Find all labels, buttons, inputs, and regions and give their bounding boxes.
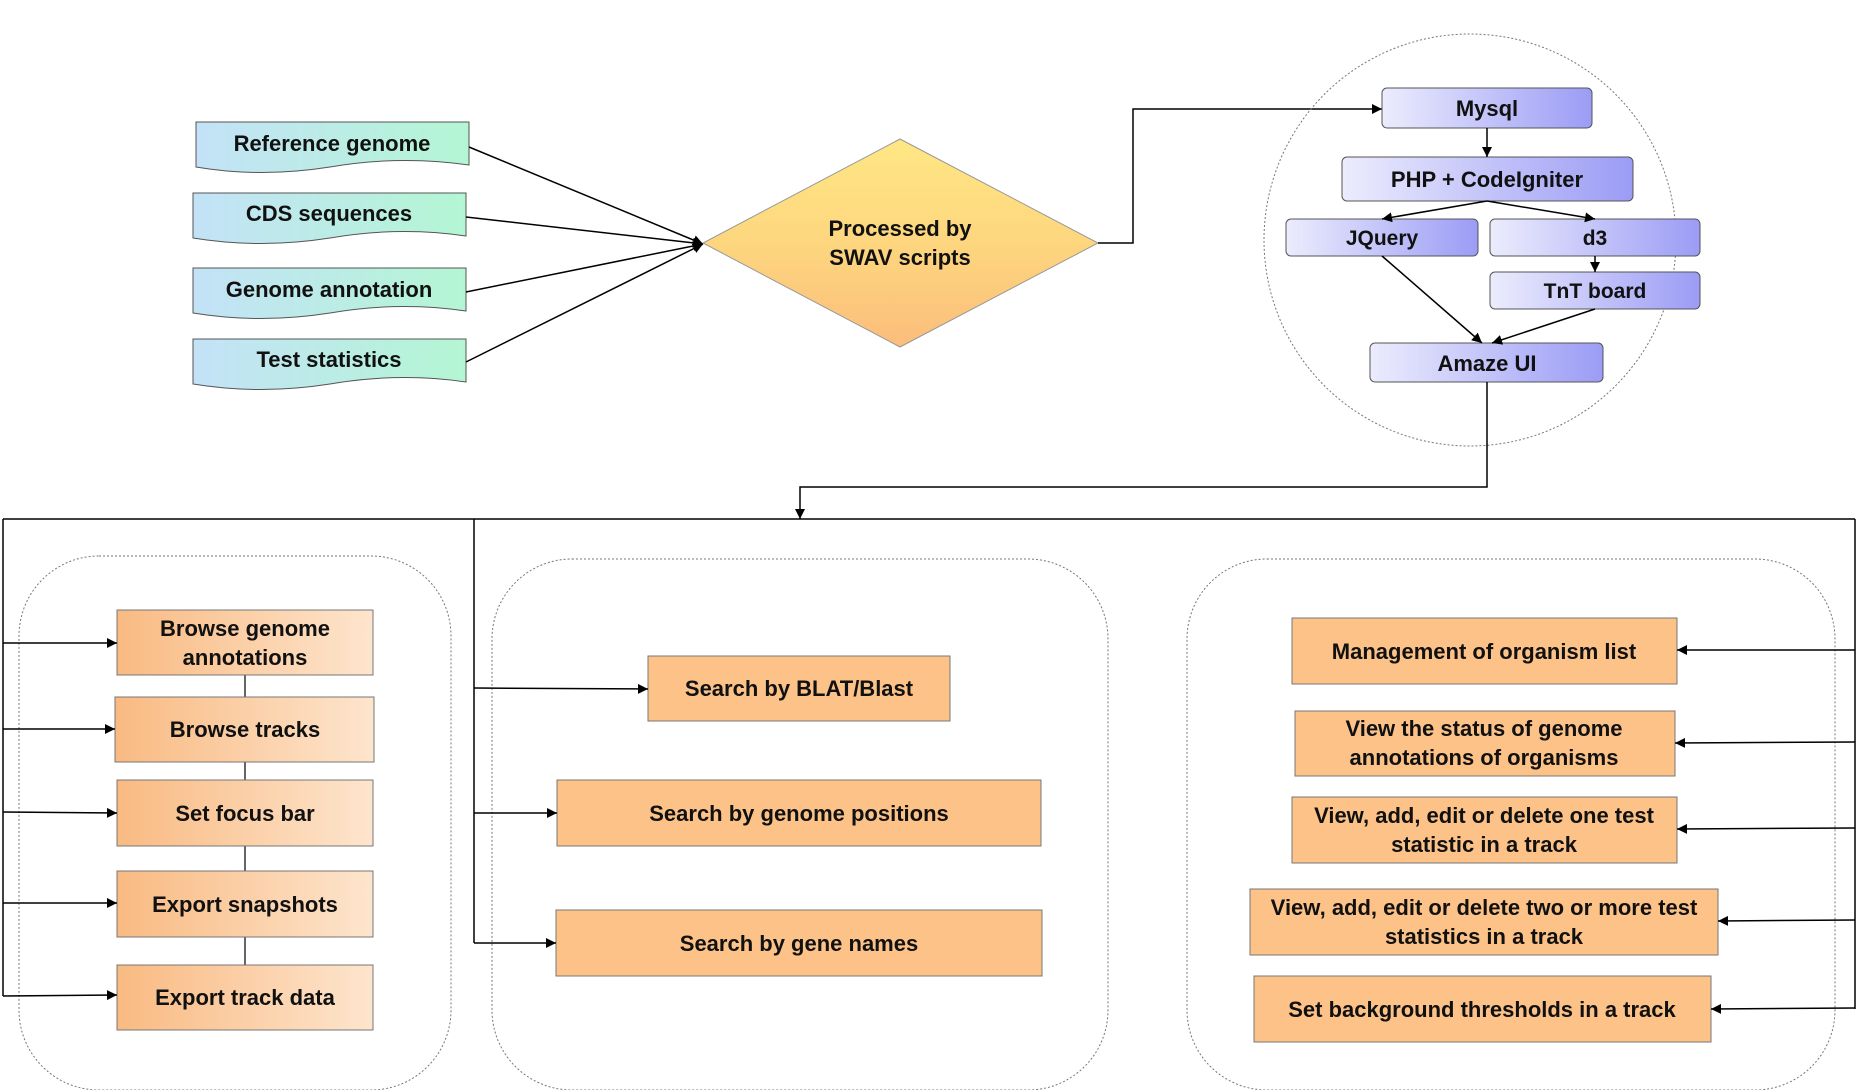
multi-stat-label-line1: View, add, edit or delete two or more te… (1271, 895, 1698, 920)
one-stat-label-line1: View, add, edit or delete one test (1314, 803, 1655, 828)
input-genome-annotation-label: Genome annotation (226, 277, 433, 302)
browse-tracks-label: Browse tracks (170, 717, 320, 742)
input-reference-genome: Reference genome (195, 121, 470, 173)
arrow-cds-sequences (465, 216, 704, 248)
input-test-statistics-label: Test statistics (256, 347, 401, 372)
thresholds-label: Set background thresholds in a track (1288, 997, 1676, 1022)
input-genome-annotation: Genome annotation (192, 267, 467, 319)
browse-tracks-box[interactable]: Browse tracks (114, 696, 375, 763)
arrow-jquery-amaze (1381, 255, 1483, 344)
input-cds-sequences: CDS sequences (192, 192, 467, 244)
background-thresholds-box[interactable]: Set background thresholds in a track (1253, 975, 1712, 1043)
stack-d3-label: d3 (1583, 227, 1608, 250)
arrow-amaze-to-features (795, 382, 1488, 519)
browse-annotations-label-line2: annotations (183, 645, 308, 670)
annotation-status-label-line1: View the status of genome (1345, 716, 1622, 741)
arrow-genome-annotation (465, 241, 704, 293)
one-test-statistic-box[interactable]: View, add, edit or delete one test stati… (1291, 796, 1678, 864)
one-stat-label-line2: statistic in a track (1391, 832, 1578, 857)
browse-annotations-label-line1: Browse genome (160, 616, 330, 641)
set-focus-bar-label: Set focus bar (175, 801, 315, 826)
arrow-process-to-mysql (1098, 104, 1382, 244)
input-test-statistics: Test statistics (192, 338, 467, 390)
multi-stat-label-line2: statistics in a track (1385, 924, 1584, 949)
distribution-bus (2, 518, 1856, 1009)
arrow-php-jquery (1381, 200, 1488, 223)
browse-genome-annotations-box[interactable]: Browse genome annotations (116, 609, 374, 676)
stack-php-codeigniter: PHP + CodeIgniter (1341, 156, 1634, 202)
search-genome-positions-box[interactable]: Search by genome positions (556, 779, 1042, 847)
stack-mysql: Mysql (1381, 87, 1593, 129)
manage-organism-list-box[interactable]: Management of organism list (1291, 617, 1678, 685)
stack-php-label: PHP + CodeIgniter (1391, 167, 1584, 192)
search-group-container (491, 558, 1109, 1090)
stack-tnt-label: TnT board (1544, 280, 1647, 303)
browse-group-container (18, 555, 452, 1090)
search-arrows (473, 683, 649, 948)
stack-jquery-label: JQuery (1346, 227, 1419, 250)
search-blat-label: Search by BLAT/Blast (685, 676, 914, 701)
input-cds-sequences-label: CDS sequences (246, 201, 412, 226)
stack-d3: d3 (1489, 218, 1701, 257)
arrow-php-d3 (1486, 200, 1596, 223)
multiple-test-statistics-box[interactable]: View, add, edit or delete two or more te… (1249, 888, 1719, 956)
annotation-status-label-line2: annotations of organisms (1350, 745, 1619, 770)
arrow-reference-genome (468, 146, 704, 245)
export-track-data-box[interactable]: Export track data (116, 964, 374, 1031)
input-arrows (465, 146, 704, 363)
search-blat-blast-box[interactable]: Search by BLAT/Blast (647, 655, 951, 722)
search-gene-names-box[interactable]: Search by gene names (555, 909, 1043, 977)
input-reference-genome-label: Reference genome (234, 131, 431, 156)
export-track-data-label: Export track data (155, 985, 335, 1010)
stack-arrows (1381, 128, 1600, 345)
manage-arrows (1674, 645, 1856, 1014)
search-positions-label: Search by genome positions (649, 801, 949, 826)
arrow-tnt-amaze (1491, 308, 1596, 345)
process-label-line1: Processed by (828, 216, 972, 241)
stack-mysql-label: Mysql (1456, 96, 1518, 121)
arrow-test-statistics (465, 243, 704, 363)
set-focus-bar-box[interactable]: Set focus bar (116, 779, 374, 847)
search-gene-names-label: Search by gene names (680, 931, 918, 956)
process-label-line2: SWAV scripts (829, 245, 970, 270)
view-annotation-status-box[interactable]: View the status of genome annotations of… (1294, 710, 1676, 777)
manage-group-container (1186, 558, 1836, 1090)
stack-tnt-board: TnT board (1489, 271, 1701, 310)
stack-jquery: JQuery (1285, 218, 1479, 257)
stack-amaze-label: Amaze UI (1437, 351, 1536, 376)
process-diamond: Processed by SWAV scripts (701, 138, 1100, 348)
stack-amaze-ui: Amaze UI (1369, 342, 1604, 383)
organism-list-label: Management of organism list (1332, 639, 1637, 664)
browse-arrows (2, 638, 118, 1001)
export-snapshots-box[interactable]: Export snapshots (116, 870, 374, 938)
export-snapshots-label: Export snapshots (152, 892, 338, 917)
